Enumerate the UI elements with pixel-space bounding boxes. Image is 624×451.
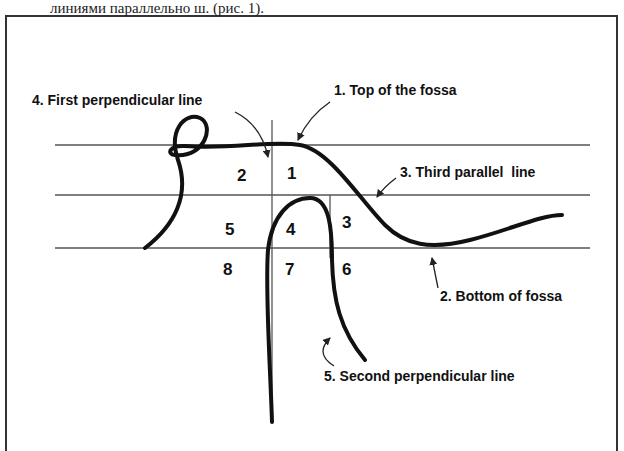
callout-label: 1. Top of the fossa <box>332 82 459 98</box>
callout-label: 4. First perpendicular line <box>30 92 204 108</box>
region-number: 1 <box>286 164 297 184</box>
region-number: 8 <box>222 260 233 280</box>
region-number: 6 <box>341 260 352 280</box>
callout-label: 5. Second perpendicular line <box>322 368 517 384</box>
frame <box>6 16 617 451</box>
page-text: линиями параллельно ш. (рис. 1). <box>50 0 264 17</box>
leader-arrows <box>235 102 438 366</box>
region-number: 3 <box>341 213 352 233</box>
region-number: 2 <box>236 166 247 186</box>
region-number: 7 <box>284 260 295 280</box>
region-number: 5 <box>224 220 235 240</box>
callout-label: 2. Bottom of fossa <box>438 288 564 304</box>
callout-label: 3. Third parallel line <box>398 164 537 180</box>
guide-lines <box>55 120 590 418</box>
ear-outline <box>145 117 562 422</box>
region-number: 4 <box>285 220 296 240</box>
